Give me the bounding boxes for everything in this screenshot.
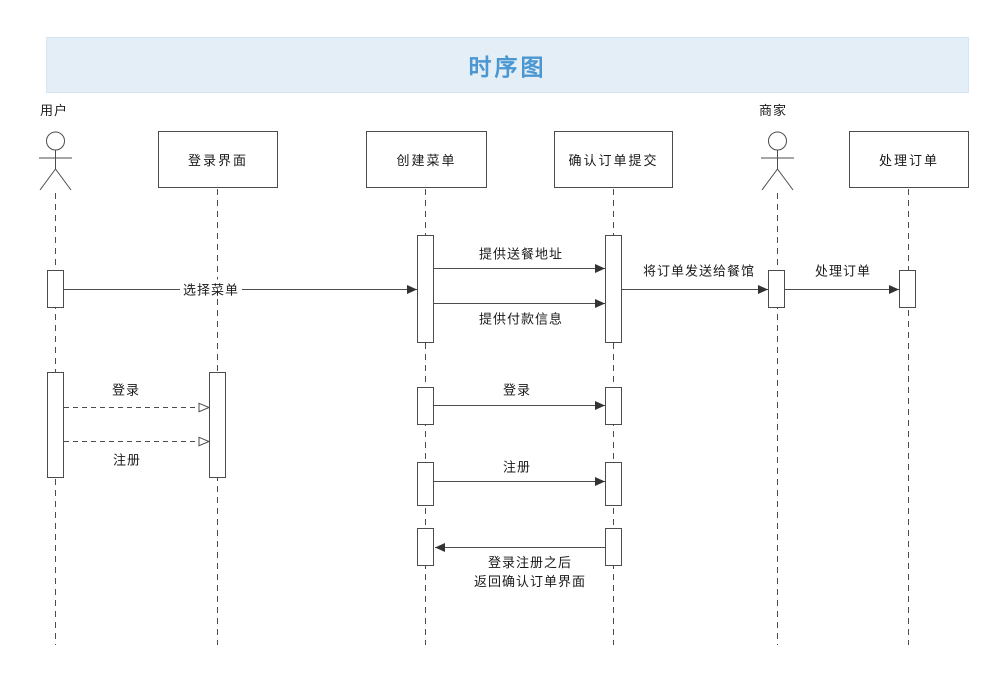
object-box-label: 确认订单提交 [568, 153, 659, 168]
activation-confirm-order-1 [605, 235, 622, 343]
message-label-delivery-address: 提供送餐地址 [475, 243, 567, 263]
object-box-confirm-order: 确认订单提交 [554, 131, 673, 188]
activation-confirm-order-3 [605, 462, 622, 506]
diagram-title: 时序图 [468, 54, 547, 80]
message-label-return-line1: 登录注册之后 [487, 555, 573, 570]
message-label-login: 登录 [499, 379, 535, 399]
activation-login-ui [209, 372, 226, 478]
actor-label-merchant: 商家 [759, 103, 788, 118]
activation-merchant [768, 270, 785, 308]
object-box-label: 处理订单 [878, 153, 939, 168]
activation-create-menu-3 [417, 462, 434, 506]
activation-process-order [899, 270, 916, 308]
message-label-send-order: 将订单发送给餐馆 [639, 260, 759, 280]
message-label-register: 注册 [499, 456, 535, 476]
message-label-login-dashed: 登录 [108, 379, 144, 399]
activation-create-menu-1 [417, 235, 434, 343]
object-box-create-menu: 创建菜单 [366, 131, 487, 188]
object-box-label: 创建菜单 [396, 153, 457, 168]
activation-user-1 [47, 270, 64, 308]
title-banner: 时序图 [46, 37, 969, 93]
actor-label-user: 用户 [40, 103, 69, 118]
message-label-select-menu: 选择菜单 [179, 279, 243, 299]
activation-confirm-order-2 [605, 387, 622, 425]
activation-confirm-order-4 [605, 528, 622, 566]
message-label-return-line2: 返回确认订单界面 [473, 574, 587, 589]
activation-create-menu-4 [417, 528, 434, 566]
message-label-payment-info: 提供付款信息 [475, 308, 567, 328]
activation-create-menu-2 [417, 387, 434, 425]
object-box-process-order: 处理订单 [849, 131, 969, 188]
message-label-register-dashed: 注册 [109, 449, 145, 469]
merchant-actor-figure [761, 131, 794, 191]
object-box-label: 登录界面 [187, 153, 248, 168]
user-actor-figure [39, 131, 72, 191]
message-label-return: 登录注册之后 返回确认订单界面 [470, 553, 590, 591]
object-box-login-ui: 登录界面 [158, 131, 278, 188]
activation-user-2 [47, 372, 64, 478]
message-label-process-order: 处理订单 [811, 260, 875, 280]
